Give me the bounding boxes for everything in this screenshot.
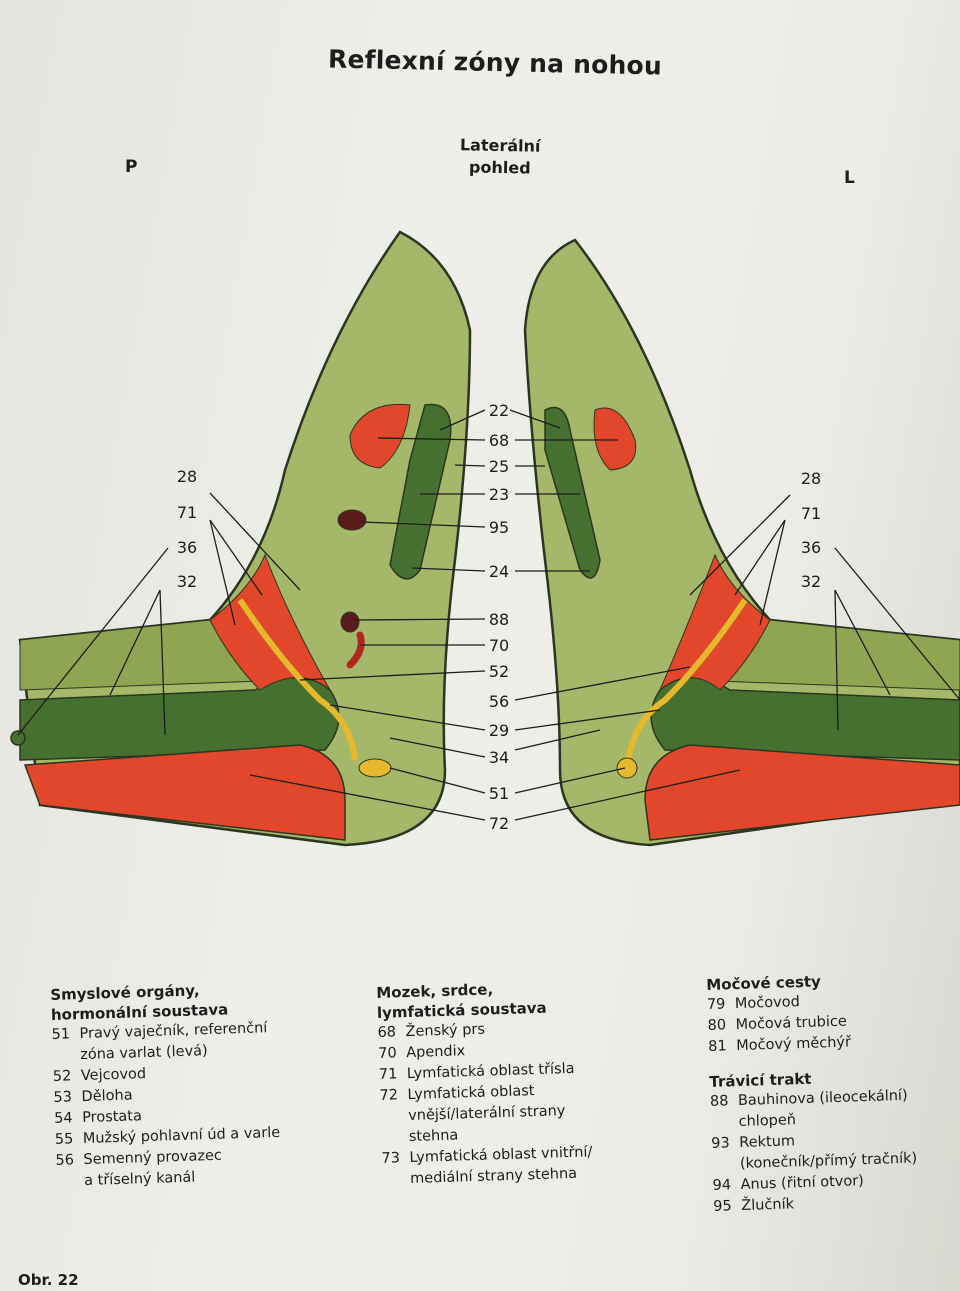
zone-number-label: 68 (489, 431, 509, 450)
zone-number-label: 36 (801, 538, 821, 557)
zone-number-label: 24 (489, 562, 509, 581)
figure-number: Obr. 22 (18, 1271, 79, 1289)
zone-number-label: 52 (489, 662, 509, 681)
zone-number-label: 71 (177, 503, 197, 522)
zone-number-label: 95 (489, 518, 509, 537)
zone-number-label: 51 (489, 784, 509, 803)
zone-number-label: 28 (177, 467, 197, 486)
zone-number-label: 28 (801, 469, 821, 488)
left-foot-number-labels: 28 71 36 32 (801, 469, 821, 591)
zone-number-label: 36 (177, 538, 197, 557)
zone-number-label: 22 (489, 401, 509, 420)
zone-number-label: 25 (489, 457, 509, 476)
zone-number-label: 23 (489, 485, 509, 504)
right-gallbladder-zone (338, 510, 366, 530)
zone-number-label: 70 (489, 636, 509, 655)
right-valve-zone (341, 612, 359, 632)
left-testis-zone (617, 758, 637, 778)
right-foot (11, 232, 470, 845)
zone-number-label: 32 (177, 572, 197, 591)
zone-number-label: 32 (801, 572, 821, 591)
zone-number-label: 71 (801, 504, 821, 523)
right-foot-number-labels: 28 71 36 32 (177, 467, 197, 591)
zone-number-label: 34 (489, 748, 509, 767)
zone-number-label: 88 (489, 610, 509, 629)
right-heel-marker (11, 731, 25, 745)
zone-number-label: 56 (489, 692, 509, 711)
right-ovary-zone (359, 759, 391, 777)
zone-number-label: 29 (489, 721, 509, 740)
zone-number-label: 72 (489, 814, 509, 833)
center-number-labels: 22 68 25 23 95 24 88 70 52 56 29 34 51 72 (489, 401, 509, 833)
